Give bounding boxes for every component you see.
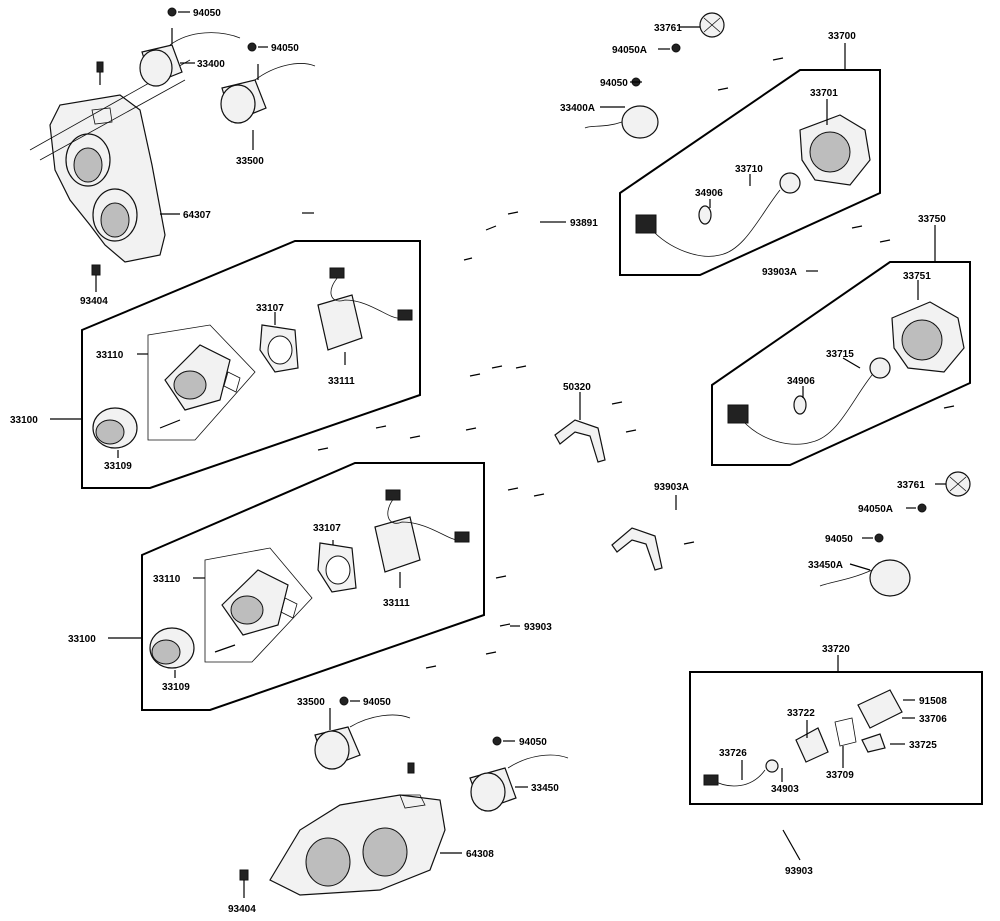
label-33111-lower: 33111 <box>383 598 410 609</box>
label-94050-lower-right: 94050 <box>825 534 853 545</box>
label-33751: 33751 <box>903 271 931 282</box>
motor-33400A <box>584 105 659 139</box>
label-33715: 33715 <box>826 349 854 360</box>
label-34903: 34903 <box>771 784 799 795</box>
label-94050A-top: 94050A <box>612 45 647 56</box>
seal-33709 <box>834 717 857 747</box>
bracket-33110-lower <box>204 547 313 663</box>
label-33710: 33710 <box>735 164 763 175</box>
label-93903-bottom: 93903 <box>785 866 813 877</box>
motor-33500-top <box>220 63 316 124</box>
label-94050-a: 94050 <box>193 8 221 19</box>
label-33107-lower: 33107 <box>313 523 341 534</box>
label-33100-upper: 33100 <box>10 415 38 426</box>
label-33701: 33701 <box>810 88 838 99</box>
clip-33725 <box>861 733 886 753</box>
label-33110-lower: 33110 <box>153 574 181 585</box>
label-33400: 33400 <box>197 59 225 70</box>
housing-33706 <box>857 689 903 729</box>
label-34906-lower: 34906 <box>787 376 815 387</box>
lens-33109-lower <box>149 627 195 669</box>
label-33706: 33706 <box>919 714 947 725</box>
label-33709: 33709 <box>826 770 854 781</box>
label-33726: 33726 <box>719 748 747 759</box>
label-33107-upper: 33107 <box>256 303 284 314</box>
label-64308: 64308 <box>466 849 494 860</box>
bracket-50320 <box>554 419 606 463</box>
knob-33761-lower <box>945 471 971 497</box>
assembly-box-lower-left <box>141 462 485 711</box>
headlight-33751 <box>891 301 965 373</box>
housing-64308 <box>269 794 446 896</box>
label-93903A-top: 93903A <box>762 267 797 278</box>
label-64307: 64307 <box>183 210 211 221</box>
bulb-34906-lower <box>793 395 807 415</box>
bulb-34906 <box>698 205 712 225</box>
harness-33726 <box>703 759 779 787</box>
bracket-93903A <box>611 527 663 571</box>
label-33111-upper: 33111 <box>328 376 355 387</box>
motor-33500-bottom <box>314 714 411 770</box>
harness-33710 <box>635 172 801 257</box>
headlight-33701 <box>799 114 871 186</box>
motor-33450A <box>819 559 911 597</box>
assembly-box-33720 <box>689 671 983 805</box>
label-33500-top: 33500 <box>236 156 264 167</box>
label-50320: 50320 <box>563 382 591 393</box>
label-93891: 93891 <box>570 218 598 229</box>
screw-icon <box>302 57 955 669</box>
label-33500-bottom: 33500 <box>297 697 325 708</box>
label-94050-bottom-a: 94050 <box>363 697 391 708</box>
label-33761-top: 33761 <box>654 23 682 34</box>
label-93903A-mid: 93903A <box>654 482 689 493</box>
housing-64307 <box>29 59 191 263</box>
label-33450A: 33450A <box>808 560 843 571</box>
label-33725: 33725 <box>909 740 937 751</box>
label-33450: 33450 <box>531 783 559 794</box>
label-33720: 33720 <box>822 644 850 655</box>
gasket-33107 <box>259 324 299 373</box>
bracket-33722 <box>795 727 829 763</box>
bracket-33110 <box>147 324 256 441</box>
label-94050-right: 94050 <box>600 78 628 89</box>
label-94050-bottom-b: 94050 <box>519 737 547 748</box>
label-33109-upper: 33109 <box>104 461 132 472</box>
assembly-box-headlight-right-upper <box>619 69 881 276</box>
label-93404-bottom: 93404 <box>228 904 256 915</box>
label-33761-lower: 33761 <box>897 480 925 491</box>
label-33100-lower: 33100 <box>68 634 96 645</box>
motor-33400 <box>139 28 241 87</box>
label-94050-b: 94050 <box>271 43 299 54</box>
lens-33109 <box>92 407 138 449</box>
label-33400A: 33400A <box>560 103 595 114</box>
label-33110-upper: 33110 <box>96 350 124 361</box>
label-34906-top: 34906 <box>695 188 723 199</box>
label-91508: 91508 <box>919 696 947 707</box>
label-33109-lower: 33109 <box>162 682 190 693</box>
screw-icon <box>91 7 257 288</box>
assembly-box-upper-left <box>81 240 421 489</box>
label-33722: 33722 <box>787 708 815 719</box>
part-labels: 94050 94050 33400 33500 64307 93404 3376… <box>10 8 947 915</box>
leader-lines <box>50 11 946 898</box>
label-93404-top: 93404 <box>80 296 108 307</box>
motor-33450 <box>469 754 569 812</box>
assembly-box-headlight-right-lower <box>711 261 971 466</box>
screw-icon <box>239 43 927 881</box>
label-33700: 33700 <box>828 31 856 42</box>
label-94050A-lower: 94050A <box>858 504 893 515</box>
harness-33715 <box>727 357 891 445</box>
knob-33761-top <box>699 12 725 38</box>
label-33750: 33750 <box>918 214 946 225</box>
label-93903-mid: 93903 <box>524 622 552 633</box>
module-33111-lower <box>374 489 470 573</box>
module-33111 <box>317 267 413 351</box>
gasket-33107-lower <box>317 542 357 593</box>
